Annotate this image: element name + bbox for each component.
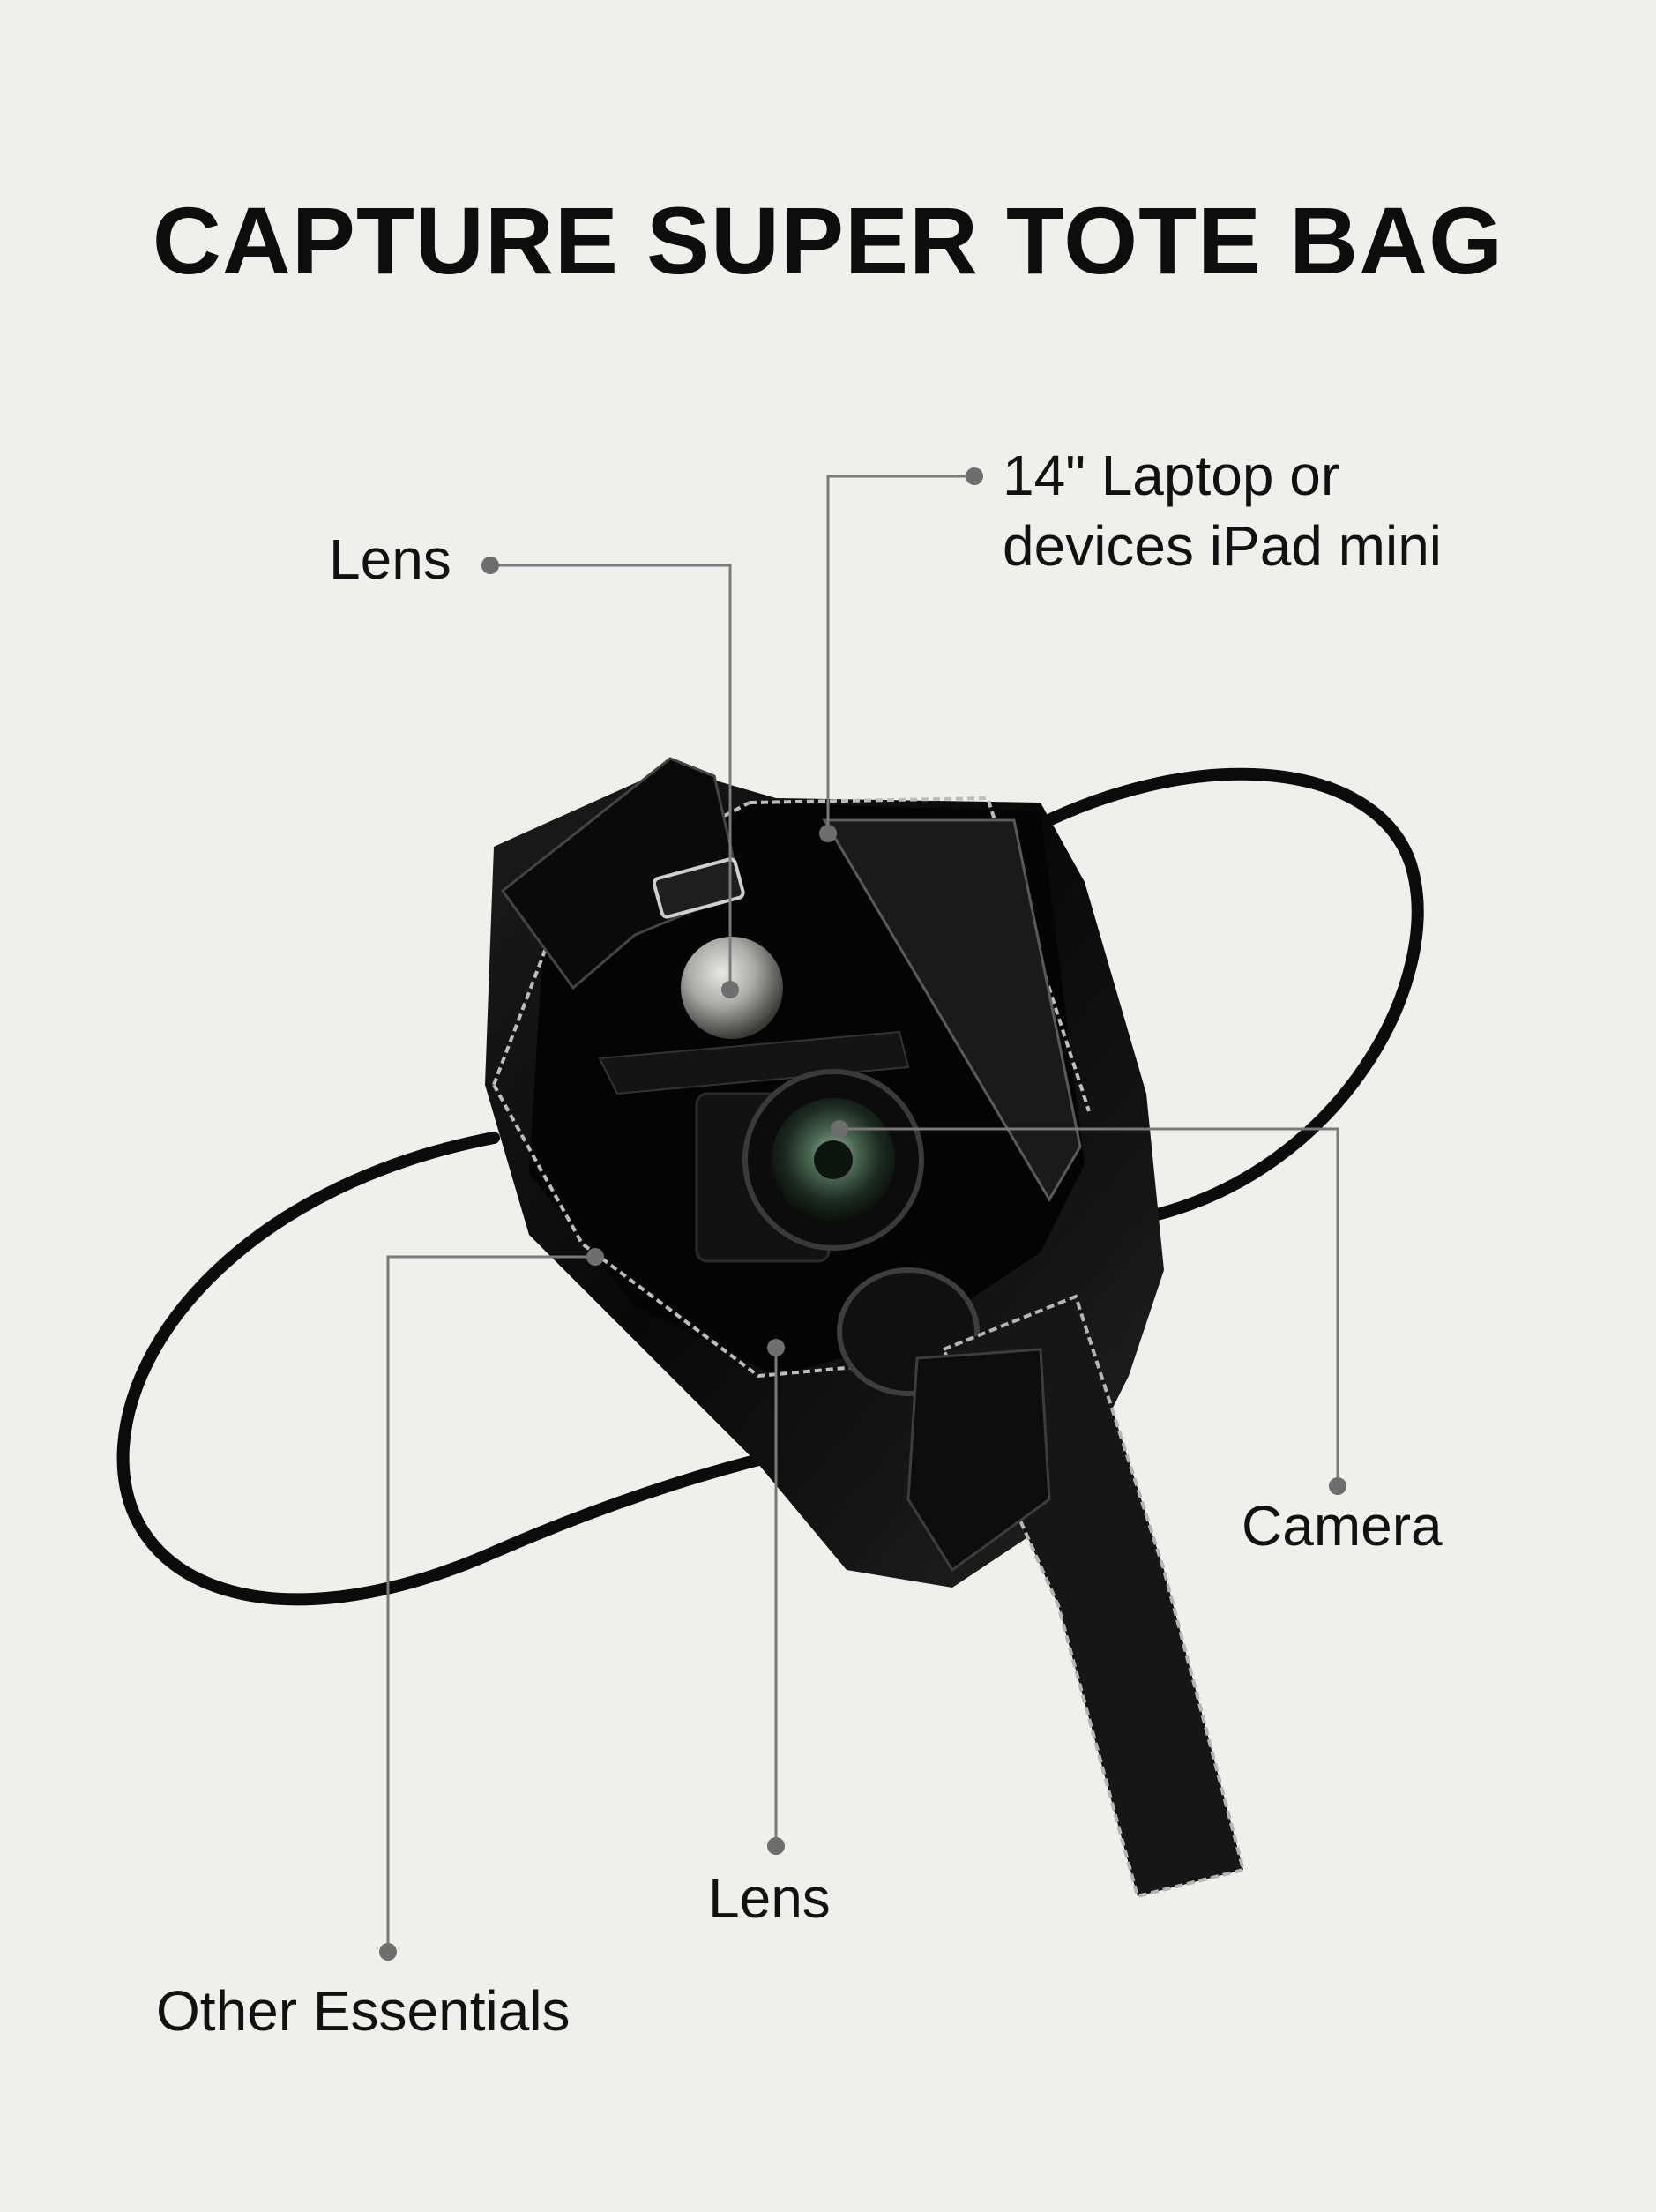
flap-buckle xyxy=(652,857,745,919)
handle-right xyxy=(1008,767,1424,1223)
leader-laptop xyxy=(826,475,974,833)
laptop-divider xyxy=(822,818,1082,1202)
leader-dots xyxy=(379,467,1346,1961)
callout-lens-top: Lens xyxy=(329,527,451,591)
callout-other-essentials: Other Essentials xyxy=(156,1979,571,2043)
leader-other xyxy=(386,1255,595,1952)
callout-camera: Camera xyxy=(1242,1494,1443,1558)
handle-left xyxy=(116,1132,782,1606)
callout-laptop-line1: 14" Laptop or xyxy=(1003,444,1340,507)
leader-lines xyxy=(386,475,1339,1952)
leader-camera xyxy=(839,1127,1339,1486)
callout-laptop-line2: devices iPad mini xyxy=(1003,514,1442,578)
leader-lens-top xyxy=(490,564,732,990)
callout-lens-bottom: Lens xyxy=(708,1866,831,1930)
side-pocket xyxy=(906,1348,1051,1573)
page-title: CAPTURE SUPER TOTE BAG xyxy=(152,187,1504,294)
callout-laptop: 14" Laptop or devices iPad mini xyxy=(1003,440,1442,581)
inner-divider xyxy=(598,1030,910,1095)
